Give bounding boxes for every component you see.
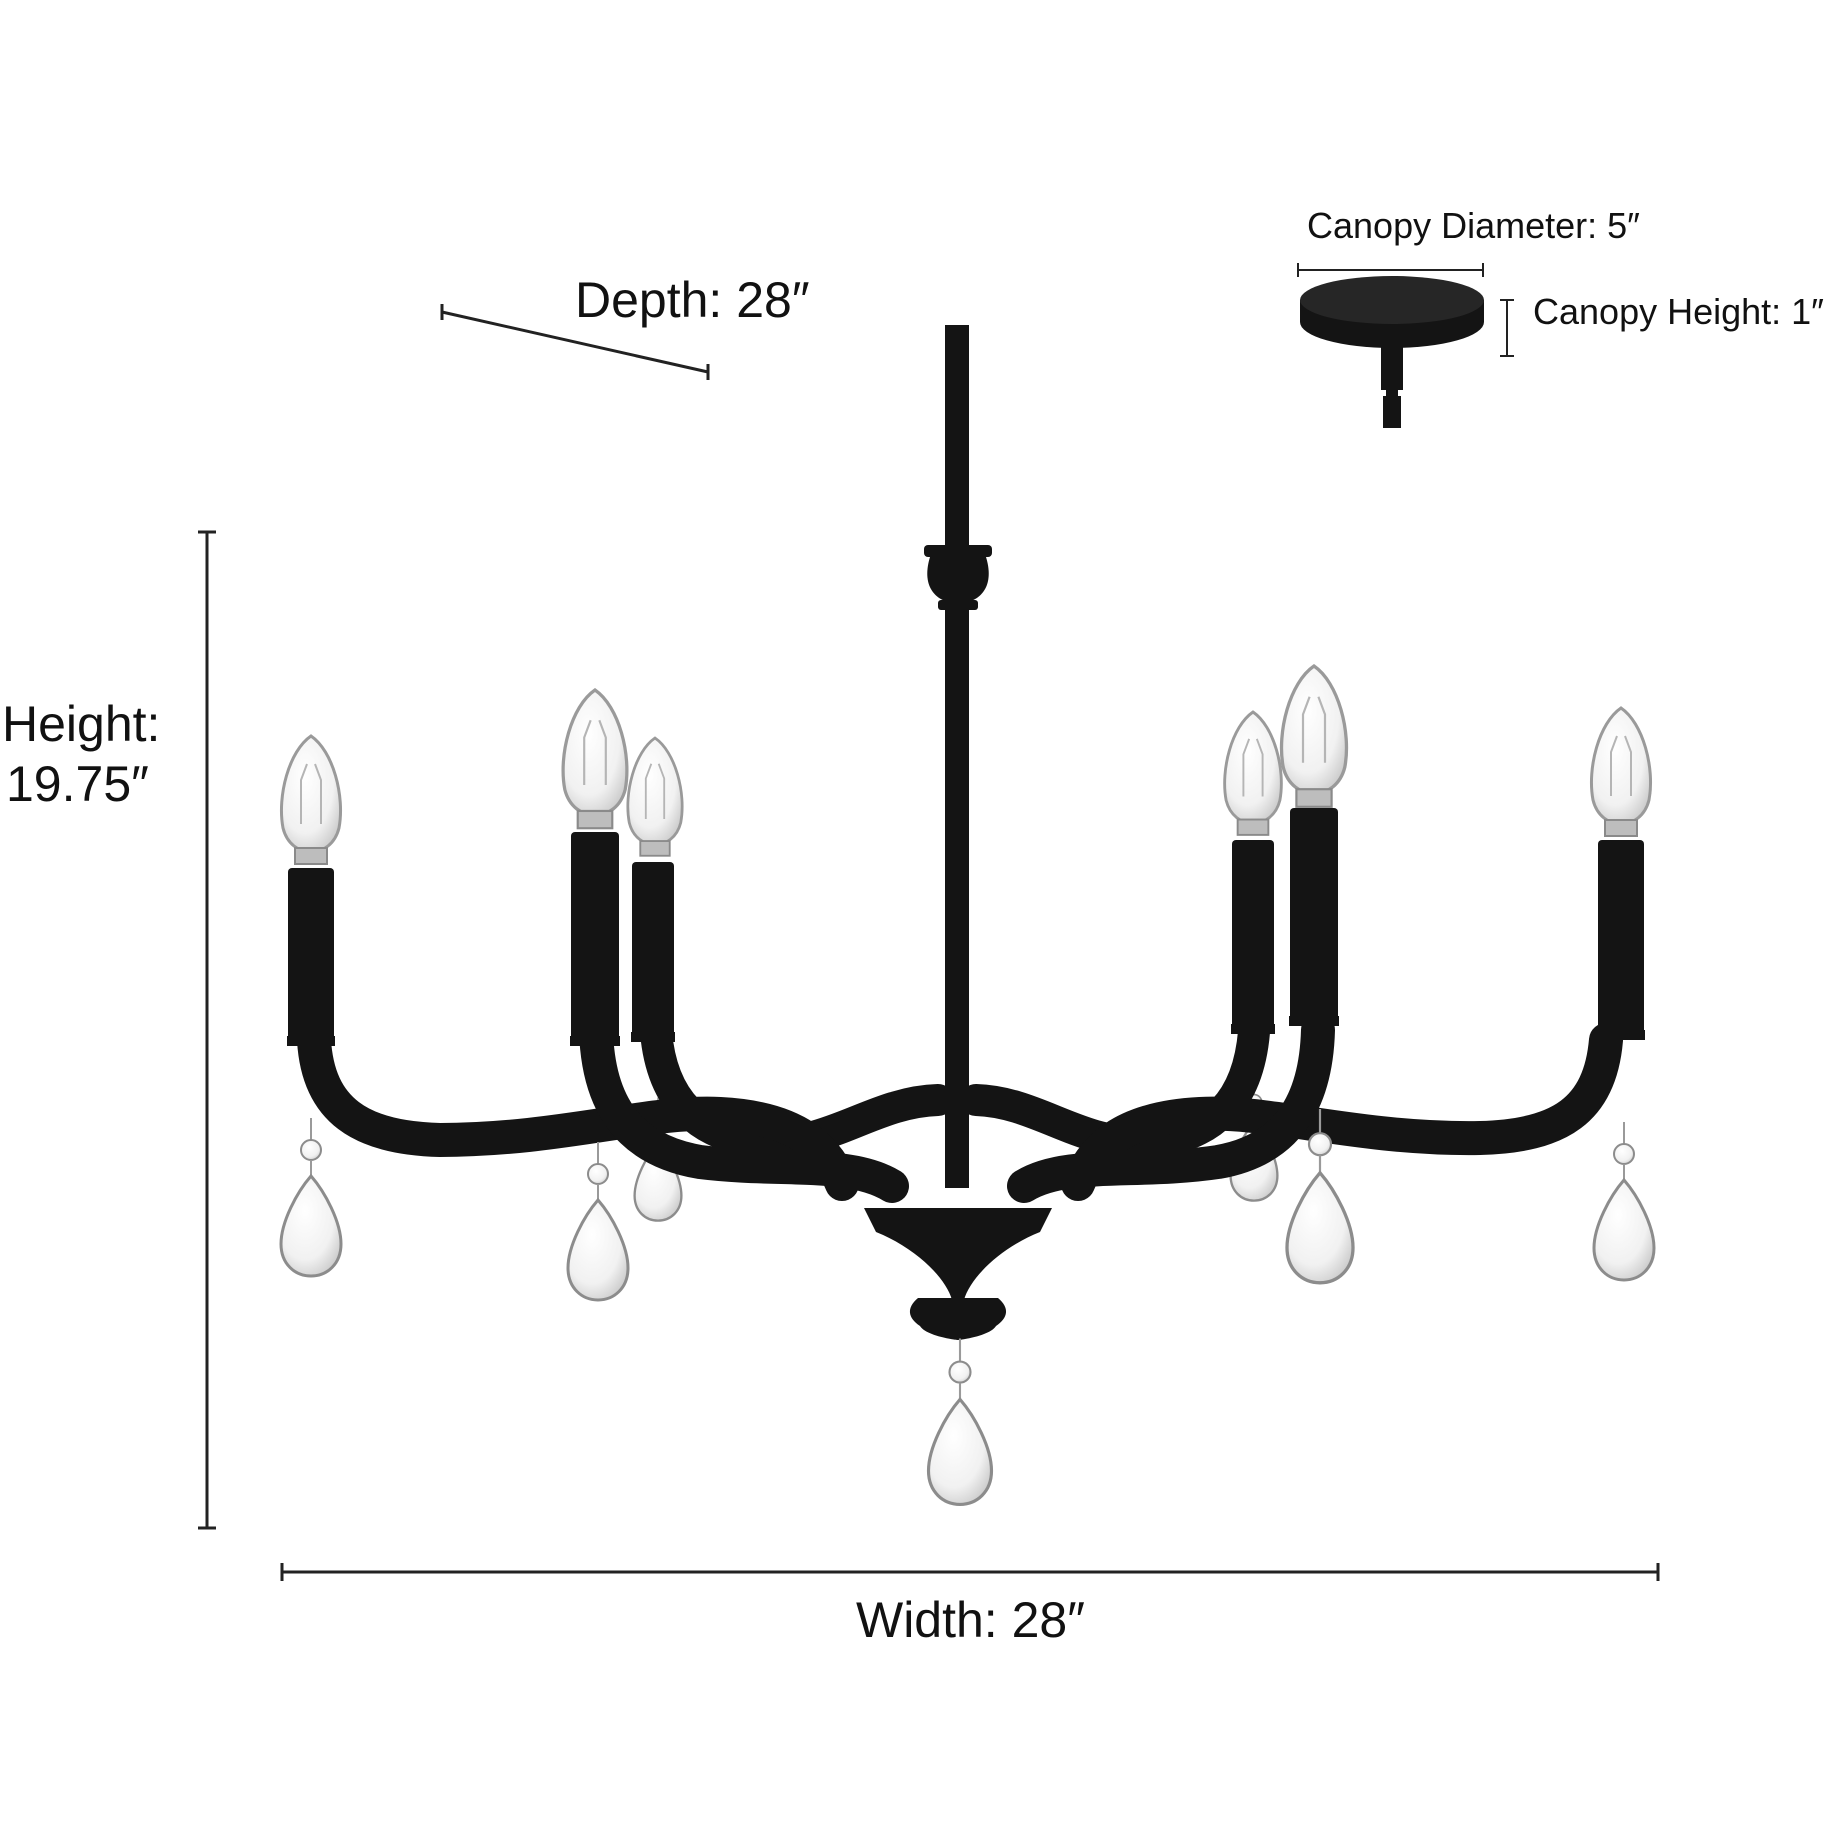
depth-dimension-line (440, 304, 710, 380)
crystal-pendant (926, 1336, 994, 1506)
height-label-line-1: Height: (2, 696, 161, 752)
crystal-pendant (1592, 1120, 1656, 1282)
bulb (1223, 710, 1283, 837)
bulb (1279, 664, 1349, 809)
canopy-diameter-line (1297, 263, 1484, 277)
canopy-diameter-label: Canopy Diameter: 5″ (1307, 205, 1640, 246)
canopy-height-label: Canopy Height: 1″ (1533, 291, 1824, 332)
candle-sleeves (287, 808, 1645, 1046)
bulb (1589, 706, 1653, 838)
width-label: Width: 28″ (856, 1592, 1085, 1648)
bulb (279, 734, 343, 866)
canopy-detail (1300, 276, 1484, 428)
height-dimension-line (198, 530, 216, 1530)
crystal-pendant (279, 1116, 343, 1278)
height-label-line-2: 19.75″ (6, 756, 149, 812)
crystal-pendant (566, 1140, 630, 1302)
depth-label: Depth: 28″ (575, 272, 810, 328)
bulb (626, 736, 684, 858)
chandelier-center (864, 325, 1052, 1340)
bulb (561, 688, 629, 830)
canopy-height-line (1500, 299, 1514, 357)
width-dimension-line (280, 1563, 1660, 1581)
chandelier-body (297, 1013, 1623, 1203)
